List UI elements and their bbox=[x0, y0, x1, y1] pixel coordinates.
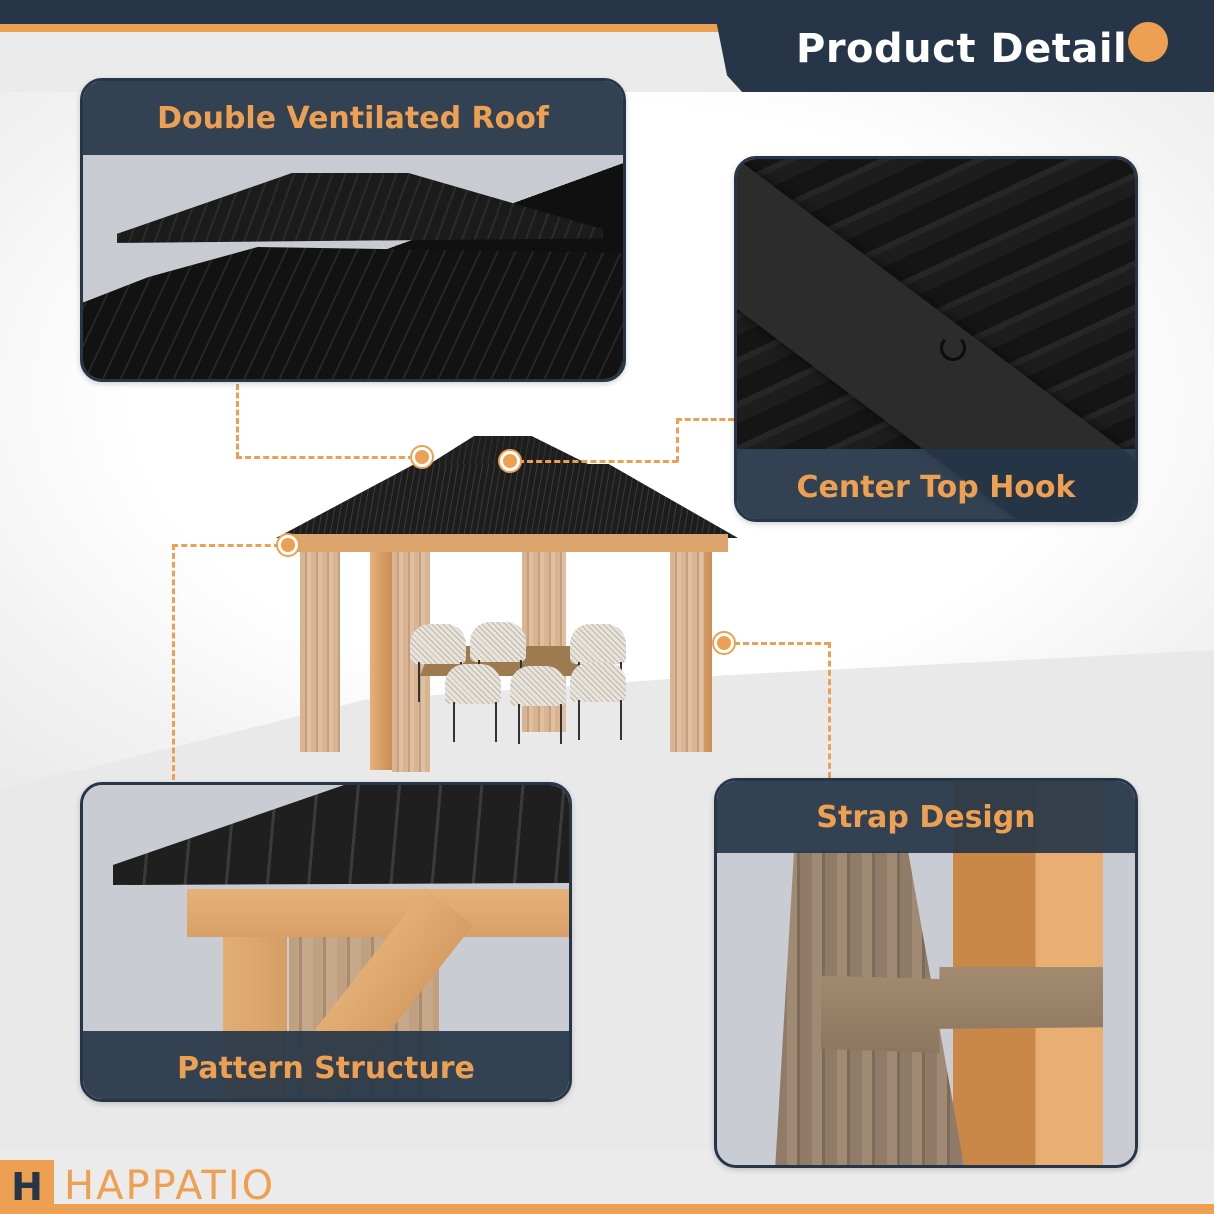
feature-card-strap: Strap Design bbox=[714, 778, 1138, 1168]
feature-card-roof: Double Ventilated Roof bbox=[80, 78, 626, 382]
feature-label-pattern: Pattern Structure bbox=[83, 1031, 569, 1099]
leader-line-roof bbox=[236, 384, 239, 458]
hook-ring-icon bbox=[940, 335, 966, 361]
gazebo-chair bbox=[510, 666, 566, 744]
brand-name: HAPPATIO bbox=[64, 1163, 276, 1209]
roof-upper-panel bbox=[117, 173, 603, 243]
leader-line-hook bbox=[676, 418, 734, 421]
gazebo-lower-roof bbox=[276, 464, 738, 538]
feature-card-hook: Center Top Hook bbox=[734, 156, 1138, 522]
leader-line-strap bbox=[828, 642, 831, 778]
gazebo-product-image bbox=[270, 436, 740, 796]
hotspot-roof[interactable] bbox=[412, 447, 432, 467]
leader-line-strap bbox=[734, 642, 830, 645]
gazebo-chair bbox=[570, 662, 626, 740]
feature-label-hook: Center Top Hook bbox=[737, 449, 1135, 519]
roof-lower-panel bbox=[83, 247, 623, 379]
footer-accent-line bbox=[0, 1204, 1214, 1214]
top-accent-stripe bbox=[0, 24, 720, 32]
gazebo-beam bbox=[288, 534, 728, 552]
gazebo-chair bbox=[410, 624, 466, 702]
leader-line-pattern bbox=[172, 544, 175, 780]
gazebo-chair bbox=[570, 624, 626, 702]
pattern-wood-beam bbox=[187, 889, 569, 937]
gazebo-chair bbox=[445, 664, 501, 742]
feature-label-strap: Strap Design bbox=[717, 781, 1135, 853]
gazebo-post bbox=[370, 552, 392, 770]
hotspot-strap[interactable] bbox=[714, 633, 734, 653]
brand-logo-icon: H bbox=[0, 1160, 54, 1214]
gazebo-chair bbox=[470, 622, 526, 700]
hotspot-hook[interactable] bbox=[500, 451, 520, 471]
leader-line-hook bbox=[676, 418, 679, 462]
leader-line-roof bbox=[236, 456, 414, 459]
leader-line-pattern bbox=[172, 544, 280, 547]
feature-label-roof: Double Ventilated Roof bbox=[83, 81, 623, 155]
roof-detail-photo bbox=[83, 155, 623, 379]
pattern-roof-edge bbox=[113, 785, 569, 885]
gazebo-curtain bbox=[670, 552, 704, 752]
title-accent-dot bbox=[1128, 22, 1168, 62]
leader-line-hook bbox=[518, 460, 678, 463]
hook-detail-photo bbox=[737, 159, 1135, 519]
page-title: Product Detail bbox=[796, 26, 1128, 72]
hotspot-pattern[interactable] bbox=[278, 535, 298, 555]
feature-card-pattern: Pattern Structure bbox=[80, 782, 572, 1102]
gazebo-curtain bbox=[300, 552, 340, 752]
